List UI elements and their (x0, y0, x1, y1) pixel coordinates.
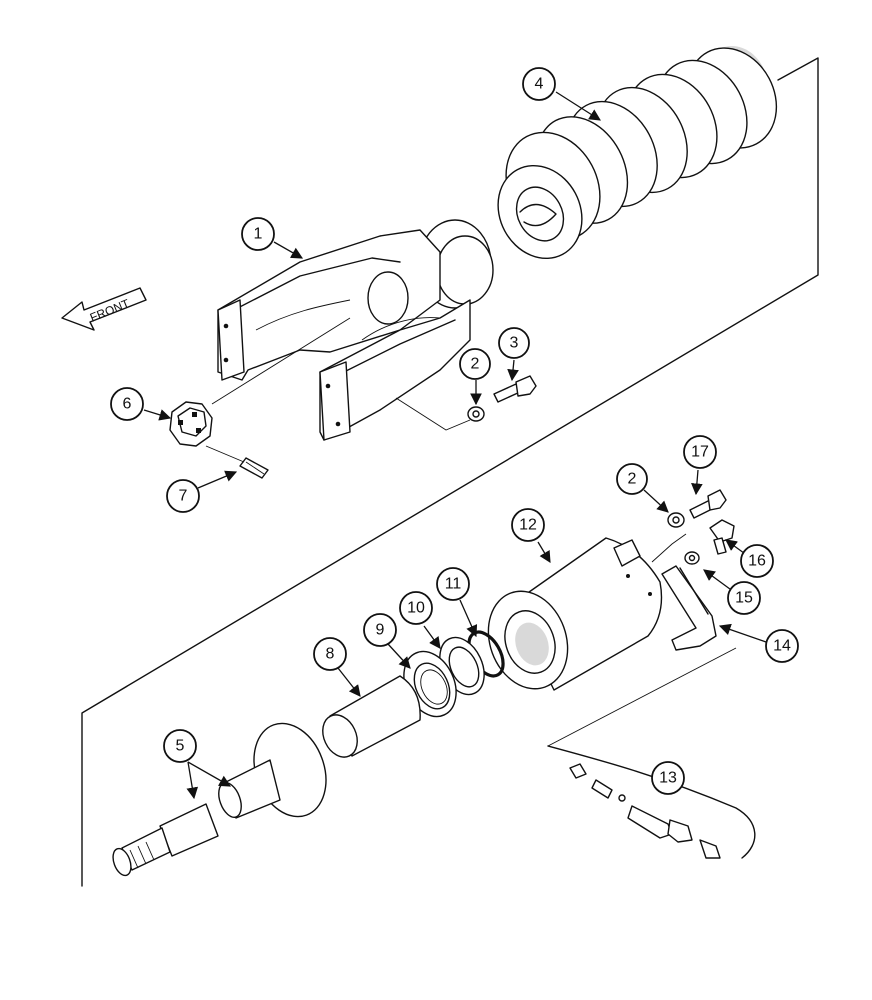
svg-text:2: 2 (471, 356, 480, 373)
svg-text:10: 10 (407, 600, 425, 617)
pin-part (239, 457, 269, 479)
svg-text:14: 14 (773, 638, 791, 655)
callout-11: 11 (436, 567, 470, 601)
callout-6: 6 (110, 387, 144, 421)
section-boundary (81, 57, 819, 887)
svg-text:12: 12 (519, 517, 537, 534)
callout-12: 12 (511, 508, 545, 542)
svg-text:13: 13 (659, 770, 677, 787)
grease-fitting-part (547, 745, 756, 859)
callout-4: 4 (522, 67, 556, 101)
washer-part-lower (667, 512, 685, 528)
svg-text:8: 8 (326, 646, 335, 663)
svg-text:1: 1 (254, 226, 263, 243)
callout-13: 13 (651, 761, 685, 795)
bolt-part (493, 375, 537, 403)
svg-text:11: 11 (445, 576, 462, 593)
castle-nut-part (169, 401, 213, 447)
piston-part (322, 675, 421, 758)
washer-part-top (467, 406, 485, 422)
bolt-part-16 (709, 519, 735, 555)
svg-text:3: 3 (510, 335, 519, 352)
callout-16: 16 (740, 544, 774, 578)
callout-7: 7 (166, 479, 200, 513)
cylinder-part (487, 537, 663, 691)
callout-14: 14 (765, 629, 799, 663)
front-arrow-icon: FRONT (61, 287, 147, 331)
callout-2-lower: 2 (616, 463, 648, 495)
bracket-part (661, 565, 717, 651)
callout-10: 10 (399, 591, 433, 625)
callout-5: 5 (163, 729, 197, 763)
washer-part-15 (684, 551, 700, 565)
svg-text:5: 5 (176, 738, 185, 755)
svg-text:17: 17 (691, 444, 709, 461)
svg-text:6: 6 (123, 396, 132, 413)
callout-8: 8 (313, 637, 347, 671)
callout-17: 17 (683, 435, 717, 469)
svg-text:16: 16 (748, 553, 766, 570)
callout-2-top: 2 (459, 348, 491, 380)
svg-text:9: 9 (376, 622, 385, 639)
bolt-part-17 (689, 489, 727, 519)
callout-3: 3 (498, 327, 530, 359)
rod-part (112, 722, 327, 877)
spring-part (497, 46, 778, 260)
svg-text:7: 7 (179, 488, 188, 505)
yoke-part (217, 219, 494, 441)
svg-text:4: 4 (535, 76, 544, 93)
svg-text:2: 2 (628, 471, 637, 488)
svg-text:15: 15 (735, 590, 753, 607)
callout-9: 9 (363, 613, 397, 647)
callout-1: 1 (241, 217, 275, 251)
callout-15: 15 (727, 581, 761, 615)
